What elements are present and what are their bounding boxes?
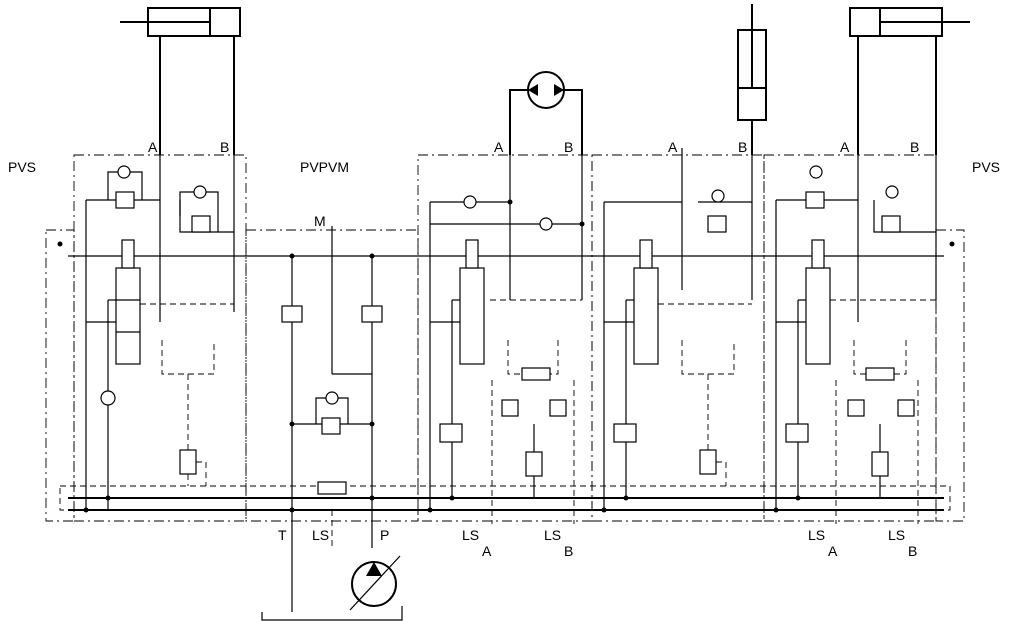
label-section-3-a: A [668, 139, 678, 155]
label-pvs-right: PVS [972, 159, 1000, 175]
label-section-2-b: B [564, 139, 573, 155]
pvs-left-plate [45, 229, 75, 522]
section-4-shock-valve-b [881, 215, 901, 233]
section-3-actuator [639, 239, 653, 269]
section-3-compensator [613, 423, 637, 443]
section-3-internals [603, 155, 753, 510]
section-2-outline [417, 154, 593, 522]
tank-symbol [261, 606, 403, 621]
section-4-outline [763, 154, 937, 522]
label-section-4-a: A [840, 139, 850, 155]
pvpvm-shuttle-valve [317, 481, 347, 495]
label-section-4-ls-b: LS [888, 527, 905, 543]
section-1-check-b [193, 185, 207, 199]
label-section-4-b: B [910, 139, 919, 155]
section-1-internals [85, 155, 235, 510]
section-2-check-b [539, 217, 553, 231]
section-4-compensator [785, 423, 809, 443]
label-section-1-b: B [220, 139, 229, 155]
section-1-actuator [121, 239, 135, 269]
section-2-shuttle [525, 451, 543, 477]
section-2-line-a [509, 89, 528, 155]
section-3-check [711, 189, 725, 203]
pvpvm-check [325, 391, 339, 405]
section-4-shuttle-top [865, 367, 895, 381]
pvpvm-reducing-valve [321, 417, 341, 435]
section-2-check-a [463, 195, 477, 209]
text-labels: PVS PVS PVPVM M T P LS A B A B A B A B L… [8, 139, 1000, 559]
section-2-compensator [439, 423, 463, 443]
label-section-2-ls-a-sub: A [482, 543, 492, 559]
section-1-check-p [100, 390, 116, 406]
label-m: M [314, 213, 326, 229]
pvpvm-internals [261, 226, 403, 621]
section-2-line-b [564, 89, 583, 155]
section-2-relief-a [501, 399, 519, 417]
section-4-spool [805, 267, 831, 365]
label-p: P [380, 527, 389, 543]
section-3-shock-valve [707, 215, 727, 233]
section-4-relief-a [847, 399, 865, 417]
section-4-relief-b [897, 399, 915, 417]
label-section-4-ls-a-sub: A [828, 543, 838, 559]
section-2-actuator [465, 239, 479, 269]
label-section-2-a: A [494, 139, 504, 155]
pvpvm-pressure-relief-valve [281, 305, 303, 323]
section-4-check-b [885, 185, 899, 199]
label-section-2-ls-b-sub: B [564, 543, 573, 559]
section-4-actuator [811, 239, 825, 269]
label-t: T [278, 527, 287, 543]
section-1-shock-valve-a [115, 191, 135, 209]
section-3-shuttle [699, 449, 717, 475]
label-section-2-ls-b: LS [544, 527, 561, 543]
section-1-check-a [117, 165, 131, 179]
label-pvpvm: PVPVM [300, 159, 349, 175]
section-4-check-a [809, 165, 823, 179]
label-section-3-b: B [738, 139, 747, 155]
section-4-internals [775, 155, 937, 524]
section-3-outline [591, 154, 765, 522]
section-2-spool [459, 267, 485, 365]
label-section-2-ls-a: LS [462, 527, 479, 543]
section-4-shock-valve-a [805, 191, 825, 209]
pvs-right-plate [935, 229, 965, 522]
section-2-internals [429, 155, 583, 524]
label-section-4-ls-a: LS [808, 527, 825, 543]
section-2-relief-b [549, 399, 567, 417]
junction-dots [57, 199, 955, 513]
section-4-shuttle [871, 451, 889, 477]
label-section-4-ls-b-sub: B [908, 543, 917, 559]
section-3-spool [633, 267, 659, 365]
label-pvs-left: PVS [8, 159, 36, 175]
label-section-1-a: A [148, 139, 158, 155]
section-2-shuttle-top [521, 367, 551, 381]
section-1-shuttle [179, 449, 197, 475]
label-ls-center: LS [312, 527, 329, 543]
pvpvm-pilot-valve [361, 305, 383, 323]
ls-bus-outline [59, 485, 951, 511]
section-1-shock-valve-b [191, 215, 211, 233]
section-1-spool [115, 267, 141, 365]
actuators [120, 4, 970, 290]
